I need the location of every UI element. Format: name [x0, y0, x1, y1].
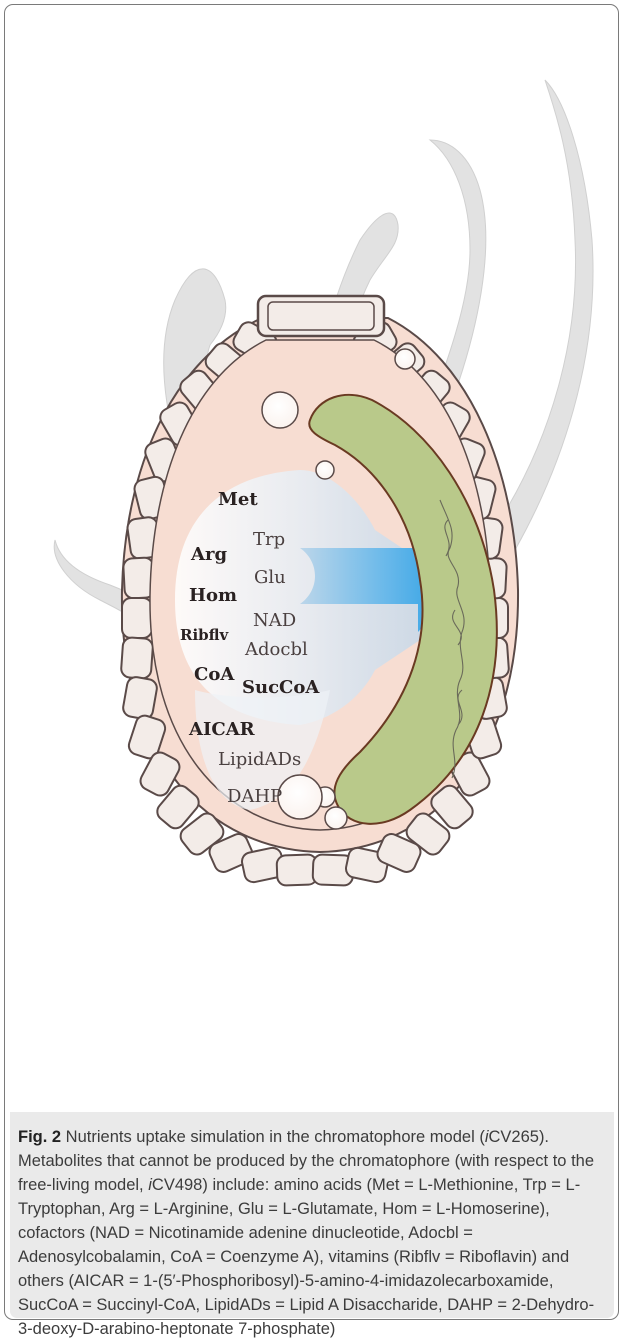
cell-illustration: Met Trp Arg Glu Hom NAD Ribflv Adocbl Co…	[0, 0, 625, 1110]
metabolite-dahp: DAHP	[227, 786, 282, 807]
metabolite-coa: CoA	[194, 664, 235, 685]
metabolite-aicar: AICAR	[188, 719, 256, 740]
metabolite-lipidads: LipidADs	[218, 749, 301, 770]
metabolite-arg: Arg	[190, 544, 227, 565]
metabolite-trp: Trp	[253, 529, 285, 550]
metabolite-succoa: SucCoA	[242, 677, 320, 698]
caption-model-name: CV265	[488, 1128, 538, 1146]
metabolite-nad: NAD	[253, 610, 296, 631]
figure-label: Fig. 2	[18, 1128, 61, 1146]
metabolite-ribflv: Ribflv	[180, 626, 230, 644]
metabolite-adocbl: Adocbl	[244, 639, 308, 660]
metabolite-met: Met	[218, 489, 258, 510]
caption-text-1: Nutrients uptake simulation in the chrom…	[61, 1128, 485, 1146]
caption-text-3: ) include: amino acids (Met = L-Methioni…	[18, 1176, 594, 1338]
caption-free-model-name: CV498	[152, 1176, 202, 1194]
metabolite-glu: Glu	[254, 567, 286, 588]
metabolite-hom: Hom	[189, 585, 237, 606]
cell-collar	[258, 296, 384, 336]
figure-caption: Fig. 2 Nutrients uptake simulation in th…	[18, 1125, 606, 1341]
